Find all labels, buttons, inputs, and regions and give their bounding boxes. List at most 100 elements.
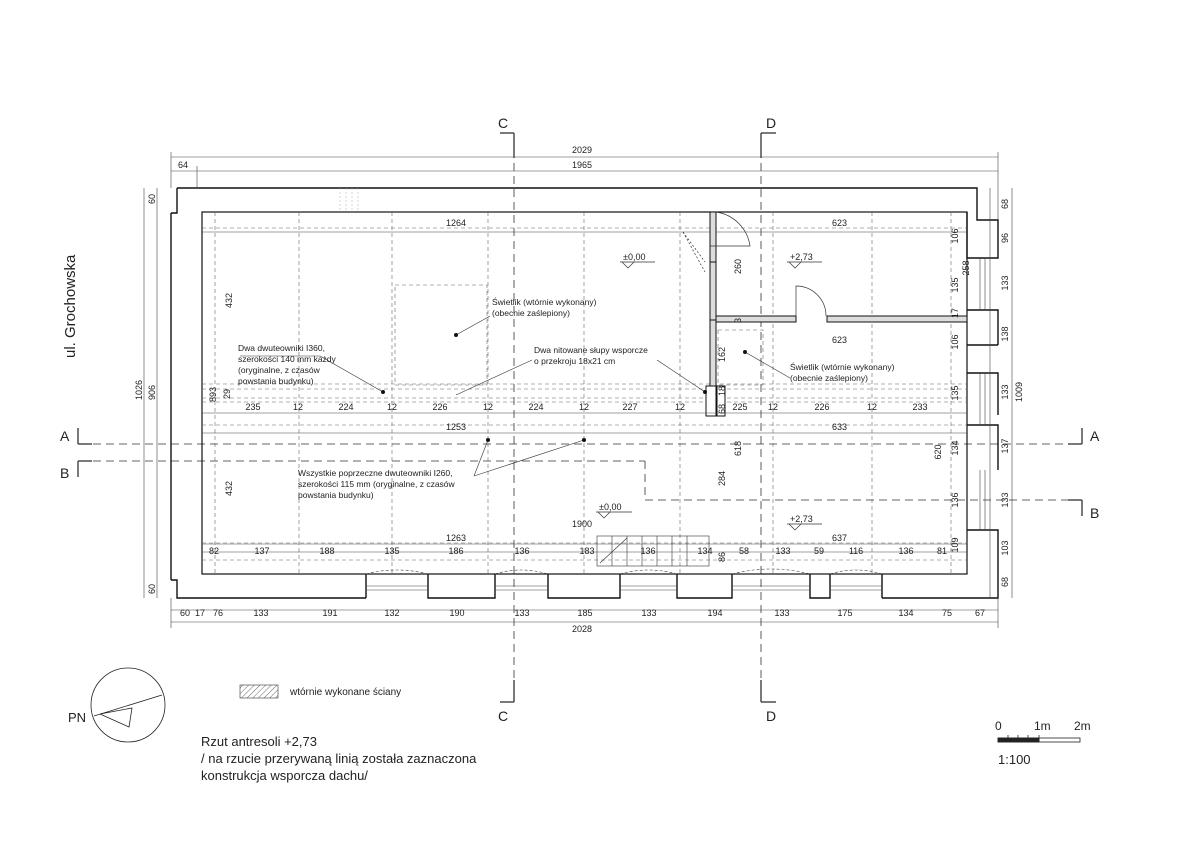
- scale-tick-1m: 1m: [1034, 719, 1051, 733]
- caption-line-1: Rzut antresoli +2,73: [201, 734, 317, 749]
- section-label-d-bottom: D: [766, 708, 776, 724]
- dim-v-86: 86: [717, 552, 727, 562]
- bottom-dim-6: 190: [449, 608, 464, 618]
- bay-dim-9: 12: [675, 402, 685, 412]
- note-ibeams-long-line2: szerokości 140 mm każdy: [238, 354, 337, 364]
- lower-dim-11: 59: [814, 546, 824, 556]
- dim-span-637: 637: [832, 533, 847, 543]
- dim-span-1263: 1263: [446, 533, 466, 543]
- note-ibeams-long-line4: powstania budynku): [238, 376, 314, 386]
- right-dim-2: 133: [1000, 275, 1010, 290]
- legend-label: wtórnie wykonane ściany: [289, 687, 401, 698]
- scale-tick-2m: 2m: [1074, 719, 1091, 733]
- doors: [682, 211, 827, 317]
- section-label-c-bottom: C: [498, 708, 508, 724]
- roof-structure: [202, 212, 967, 574]
- note-ibeams-long-line3: (oryginalne, z czasów: [238, 365, 321, 375]
- section-label-b-left: B: [60, 465, 69, 481]
- right-dim-1: 96: [1000, 233, 1010, 243]
- scale-tick-0: 0: [995, 719, 1002, 733]
- note-columns-line2: o przekroju 18x21 cm: [534, 356, 615, 366]
- dim-v-618: 618: [733, 441, 743, 456]
- right-dim-3: 138: [1000, 326, 1010, 341]
- north-label: PN: [68, 710, 86, 725]
- right-dim-0: 68: [1000, 199, 1010, 209]
- dim-top-inner: 1965: [572, 160, 592, 170]
- interior-walls: [705, 211, 968, 417]
- dim-left-top: 60: [147, 194, 157, 204]
- lower-dim-2: 188: [319, 546, 334, 556]
- dim-v-18: 18: [717, 386, 727, 396]
- level-2: +2,73: [790, 252, 813, 262]
- dim-span-623a: 623: [832, 218, 847, 228]
- caption-line-3: konstrukcja wsporcza dachu/: [201, 768, 368, 783]
- bottom-dim-4: 191: [322, 608, 337, 618]
- dim-top-offset: 64: [178, 160, 188, 170]
- note-skylight-2-line1: Świetlik (wtórnie wykonany): [790, 361, 895, 372]
- right-inner-dim-5: 135: [950, 385, 960, 400]
- windows: [365, 258, 986, 591]
- bottom-dim-3: 133: [253, 608, 268, 618]
- level-4: +2,73: [790, 514, 813, 524]
- lower-dim-5: 136: [514, 546, 529, 556]
- lower-dim-12: 116: [849, 546, 863, 556]
- bay-dim-3: 12: [387, 402, 397, 412]
- note-skylight-1-line2: (obecnie zaślepiony): [492, 308, 570, 318]
- note-ibeams-long-line1: Dwa dwuteowniki I360,: [238, 343, 325, 353]
- scale-ratio: 1:100: [998, 752, 1031, 767]
- bottom-dim-14: 75: [942, 608, 952, 618]
- note-ibeams-cross-line2: szerokości 115 mm (oryginalne, z czasów: [298, 479, 456, 489]
- dim-span-633: 633: [832, 422, 847, 432]
- dim-bottom-total: 2028: [572, 624, 592, 634]
- dim-span-623b: 623: [832, 335, 847, 345]
- bay-dim-12: 226: [814, 402, 829, 412]
- dim-v-260: 260: [733, 259, 743, 274]
- note-skylight-2-line2: (obecnie zaślepiony): [790, 373, 868, 383]
- right-dim-4: 133: [1000, 384, 1010, 399]
- dim-v-162: 162: [717, 347, 727, 362]
- dim-span-1264: 1264: [446, 218, 466, 228]
- bay-dim-8: 227: [622, 402, 637, 412]
- bottom-dim-5: 132: [384, 608, 399, 618]
- lower-dim-1: 137: [254, 546, 269, 556]
- right-dim-7: 103: [1000, 540, 1010, 555]
- dim-left-bottom: 60: [147, 584, 157, 594]
- right-inner-dim-0: 106: [950, 228, 960, 243]
- right-inner-dim-9: 109: [950, 537, 960, 552]
- bottom-dim-2: 76: [213, 608, 223, 618]
- bay-dim-2: 224: [338, 402, 353, 412]
- right-inner-dim-3: 17: [950, 308, 960, 318]
- right-inner-dim-4: 106: [950, 334, 960, 349]
- dim-top-total: 2029: [572, 145, 592, 155]
- bay-dim-0: 235: [245, 402, 260, 412]
- lower-dim-6: 183: [579, 546, 594, 556]
- bottom-dim-12: 175: [837, 608, 852, 618]
- leader-dots: [381, 333, 747, 442]
- bottom-dim-0: 60: [180, 608, 190, 618]
- bottom-dim-11: 133: [774, 608, 789, 618]
- note-columns-line1: Dwa nitowane słupy wsporcze: [534, 345, 648, 355]
- dimension-lines: [143, 152, 1013, 628]
- right-dim-8: 68: [1000, 577, 1010, 587]
- lower-dim-8: 134: [697, 546, 712, 556]
- right-inner-dim-7: 134: [950, 440, 960, 455]
- bay-dim-1: 12: [293, 402, 303, 412]
- note-ibeams-cross-line1: Wszystkie poprzeczne dwuteowniki I260,: [298, 468, 453, 478]
- dim-right-total: 1009: [1014, 382, 1024, 402]
- section-label-d-top: D: [766, 115, 776, 131]
- right-inner-dim-2: 135: [950, 277, 960, 292]
- stairs: [596, 535, 710, 567]
- dim-left-893: 893: [208, 387, 218, 402]
- dim-left-432b: 432: [224, 481, 234, 496]
- right-inner-dim-6: 620: [933, 444, 943, 459]
- dim-span-1253: 1253: [446, 422, 466, 432]
- scale-bar: [997, 735, 1081, 743]
- bottom-dim-10: 194: [707, 608, 722, 618]
- lower-dim-14: 81: [937, 546, 947, 556]
- caption-line-2: / na rzucie przerywaną linią została zaz…: [201, 751, 477, 766]
- section-label-c-top: C: [498, 115, 508, 131]
